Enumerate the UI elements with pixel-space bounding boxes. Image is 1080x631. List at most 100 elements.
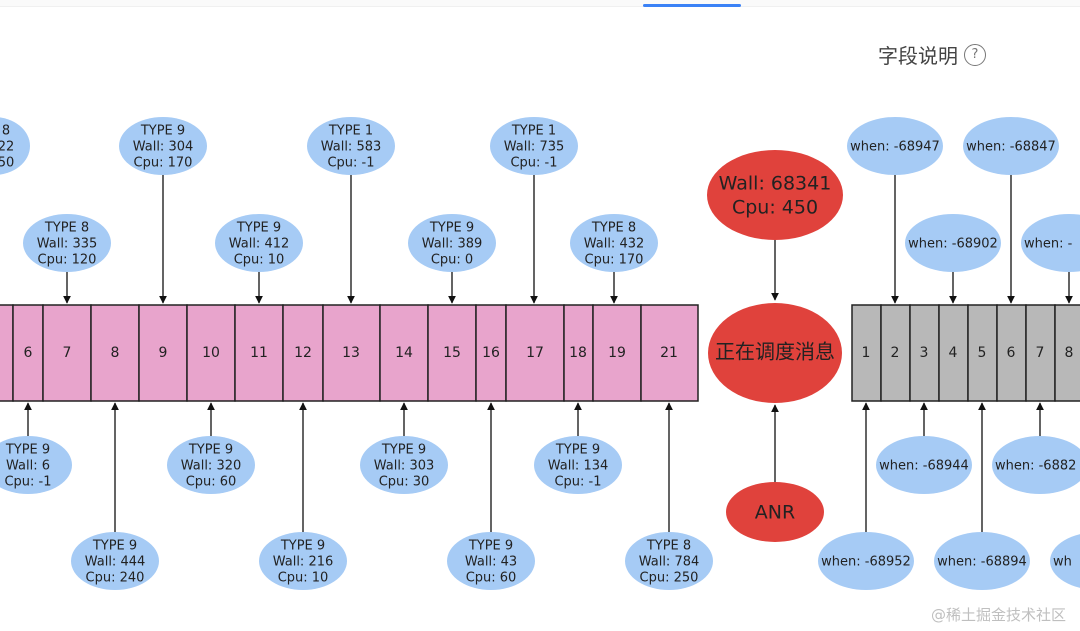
bubble-line: Wall: 216 [273, 555, 334, 570]
bubble-line: when: -68902 [908, 237, 998, 252]
bubble-line: Wall: 303 [374, 459, 435, 474]
pending-bubble-6[interactable]: when: -68952 [818, 532, 914, 590]
bubble-line: TYPE 9 [429, 221, 474, 236]
history-box-label: 17 [526, 345, 544, 361]
bubble-line: TYPE 9 [236, 221, 281, 236]
history-box-9[interactable]: 14 [379, 304, 429, 402]
bubble-line: Cpu: 170 [134, 156, 193, 171]
history-box-5[interactable]: 10 [186, 304, 236, 402]
pending-box-label: 2 [891, 345, 900, 361]
pending-box-0[interactable]: 1 [851, 304, 882, 402]
history-box-label: 7 [63, 345, 72, 361]
history-box-8[interactable]: 13 [322, 304, 381, 402]
history-box-15[interactable]: 21 [640, 304, 699, 402]
history-box-7[interactable]: 12 [282, 304, 324, 402]
pending-bubble-2[interactable]: when: -68902 [905, 214, 1001, 272]
history-box-label: 6 [24, 345, 33, 361]
history-box-label: 12 [294, 345, 312, 361]
history-box-3[interactable]: 8 [90, 304, 140, 402]
pending-bubble-8[interactable]: wh [1050, 532, 1080, 590]
history-box-0[interactable] [0, 304, 14, 402]
bubble-line: TYPE 1 [511, 124, 556, 139]
bubble-line: when: -68947 [850, 140, 940, 155]
bubble-line: Wall: 735 [504, 140, 565, 155]
pending-bubble-0[interactable]: when: -68947 [847, 117, 943, 175]
pending-box-1[interactable]: 2 [880, 304, 911, 402]
bubble-line: when: -68944 [879, 459, 969, 474]
pending-bubble-1[interactable]: when: -68847 [963, 117, 1059, 175]
bubble-line: TYPE 1 [328, 124, 373, 139]
history-bubble-12[interactable]: TYPE 9 Wall: 444 Cpu: 240 [71, 532, 159, 590]
pending-bubble-7[interactable]: when: -68894 [934, 532, 1030, 590]
bubble-line: Cpu: 240 [86, 571, 145, 586]
history-box-label: 11 [250, 345, 268, 361]
pending-box-label: 5 [978, 345, 987, 361]
bubble-line: Cpu: 60 [186, 475, 237, 490]
pending-bubble-3[interactable]: when: - [1021, 214, 1080, 272]
history-bubble-8[interactable]: TYPE 9 Wall: 6 Cpu: -1 [0, 436, 72, 494]
current-cost-bubble[interactable]: Wall: 68341 Cpu: 450 [707, 150, 843, 240]
bubble-line: Cpu: -1 [554, 475, 601, 490]
history-box-11[interactable]: 16 [475, 304, 507, 402]
pending-bubble-4[interactable]: when: -68944 [876, 436, 972, 494]
history-box-label: 19 [608, 345, 626, 361]
history-box-label: 21 [660, 345, 678, 361]
pending-box-label: 1 [862, 345, 871, 361]
dispatching-node[interactable]: 正在调度消息 [708, 303, 842, 403]
pending-bubble-5[interactable]: when: -6882 [992, 436, 1080, 494]
history-bubble-13[interactable]: TYPE 9 Wall: 216 Cpu: 10 [259, 532, 347, 590]
bubble-line: Wall: 389 [422, 237, 483, 252]
bubble-line: when: - [1024, 237, 1073, 252]
bubble-line: Cpu: 30 [379, 475, 430, 490]
field-help-button[interactable]: 字段说明 ? [878, 40, 986, 69]
bubble-line: wh [1053, 555, 1072, 570]
current-message: Wall: 68341 Cpu: 450 正在调度消息 ANR [707, 150, 843, 542]
history-bubble-14[interactable]: TYPE 9 Wall: 43 Cpu: 60 [447, 532, 535, 590]
bubble-line: TYPE 9 [188, 443, 233, 458]
history-bubble-3[interactable]: TYPE 1 Wall: 735 Cpu: -1 [490, 117, 578, 175]
bubble-line: 22 [0, 140, 14, 155]
pending-box-6[interactable]: 7 [1025, 304, 1056, 402]
pending-box-5[interactable]: 6 [996, 304, 1027, 402]
history-bubble-7[interactable]: TYPE 8 Wall: 432 Cpu: 170 [570, 214, 658, 272]
question-circle-icon: ? [964, 43, 986, 66]
bubble-line: Wall: 43 [465, 555, 517, 570]
dispatching-label: 正在调度消息 [715, 340, 835, 364]
pending-box-2[interactable]: 3 [909, 304, 940, 402]
history-bubble-6[interactable]: TYPE 9 Wall: 389 Cpu: 0 [408, 214, 496, 272]
history-box-10[interactable]: 15 [427, 304, 477, 402]
bubble-line: Wall: 335 [37, 237, 98, 252]
history-box-1[interactable]: 6 [12, 304, 44, 402]
history-box-2[interactable]: 7 [42, 304, 92, 402]
history-box-12[interactable]: 17 [505, 304, 565, 402]
history-bubbles: 8 22 50 TYPE 9 Wall: 304 Cpu: 170 TYPE 1… [0, 117, 713, 590]
pending-box-7[interactable]: 8 [1054, 304, 1080, 402]
bubble-line: Wall: 320 [181, 459, 242, 474]
history-bubble-2[interactable]: TYPE 1 Wall: 583 Cpu: -1 [307, 117, 395, 175]
history-box-4[interactable]: 9 [138, 304, 188, 402]
bubble-line: TYPE 9 [381, 443, 426, 458]
history-bubble-9[interactable]: TYPE 9 Wall: 320 Cpu: 60 [167, 436, 255, 494]
bubble-line: Cpu: 60 [466, 571, 517, 586]
bubble-line: when: -68952 [821, 555, 911, 570]
history-bubble-11[interactable]: TYPE 9 Wall: 134 Cpu: -1 [534, 436, 622, 494]
history-bubble-4[interactable]: TYPE 8 Wall: 335 Cpu: 120 [23, 214, 111, 272]
history-arrows [24, 175, 673, 533]
active-tab-indicator[interactable] [643, 4, 741, 7]
bubble-line: TYPE 9 [555, 443, 600, 458]
pending-box-3[interactable]: 4 [938, 304, 969, 402]
history-bubble-10[interactable]: TYPE 9 Wall: 303 Cpu: 30 [360, 436, 448, 494]
history-bubble-1[interactable]: TYPE 9 Wall: 304 Cpu: 170 [119, 117, 207, 175]
history-bubble-15[interactable]: TYPE 8 Wall: 784 Cpu: 250 [625, 532, 713, 590]
history-bubble-5[interactable]: TYPE 9 Wall: 412 Cpu: 10 [215, 214, 303, 272]
pending-box-label: 4 [949, 345, 958, 361]
bubble-line: Cpu: 10 [278, 571, 329, 586]
history-box-14[interactable]: 19 [592, 304, 642, 402]
history-box-13[interactable]: 18 [563, 304, 594, 402]
history-box-6[interactable]: 11 [234, 304, 284, 402]
history-bubble-0[interactable]: 8 22 50 [0, 117, 30, 175]
anr-node[interactable]: ANR [726, 482, 824, 542]
pending-box-4[interactable]: 5 [967, 304, 998, 402]
bubble-line: Wall: 6 [6, 459, 50, 474]
